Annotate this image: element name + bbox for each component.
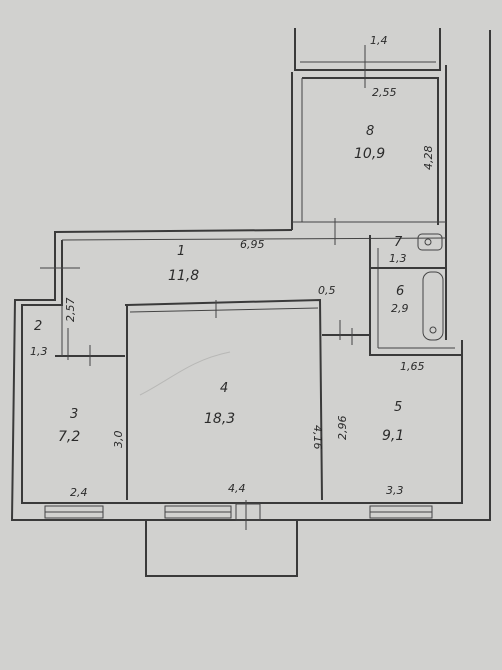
dim-room8-height: 4,28 xyxy=(422,146,435,171)
outer-walls xyxy=(10,30,491,521)
room-7-number: 7 xyxy=(394,235,403,250)
room-8-number: 8 xyxy=(366,124,374,139)
dimension-ticks xyxy=(40,218,353,530)
paper-crease xyxy=(139,351,231,396)
dim-room6-width: 1,65 xyxy=(400,360,425,373)
dim-small-gap: 0,5 xyxy=(318,284,336,297)
room-2-number: 2 xyxy=(34,319,42,334)
room-5-number: 5 xyxy=(394,400,402,415)
room-3-area: 7,2 xyxy=(58,429,80,445)
room-1-area: 11,8 xyxy=(168,268,199,284)
room-8-outline xyxy=(291,65,447,340)
dim-balcony-top: 1,4 xyxy=(370,34,388,47)
bathroom-fixtures xyxy=(417,233,444,341)
dim-room8-width: 2,55 xyxy=(372,86,397,99)
room-5-area: 9,1 xyxy=(382,428,404,444)
bottom-balcony xyxy=(145,520,298,577)
room-3-number: 3 xyxy=(70,407,78,422)
dim-room3-height: 3,0 xyxy=(112,431,125,449)
dim-room4-width: 4,4 xyxy=(228,482,246,495)
dim-room3-width: 2,4 xyxy=(70,486,88,499)
room-8-area: 10,9 xyxy=(354,146,385,162)
room-6-number: 6 xyxy=(396,284,404,299)
dim-room2-height: 2,57 xyxy=(64,298,77,323)
dim-room4-height: 4,16 xyxy=(311,425,324,450)
room-7-area: 1,3 xyxy=(389,252,407,265)
dim-room5-height: 2,96 xyxy=(336,416,349,441)
windows xyxy=(44,503,433,521)
room-4-number: 4 xyxy=(220,381,228,396)
room-6-area: 2,9 xyxy=(391,302,409,315)
dim-room5-width: 3,3 xyxy=(386,484,404,497)
top-balcony xyxy=(294,28,441,88)
room-4-area: 18,3 xyxy=(204,411,235,427)
room-2-area: 1,3 xyxy=(30,345,48,358)
internal-walls xyxy=(55,235,462,501)
dim-corridor-length: 6,95 xyxy=(240,238,265,251)
room-1-number: 1 xyxy=(177,244,185,259)
